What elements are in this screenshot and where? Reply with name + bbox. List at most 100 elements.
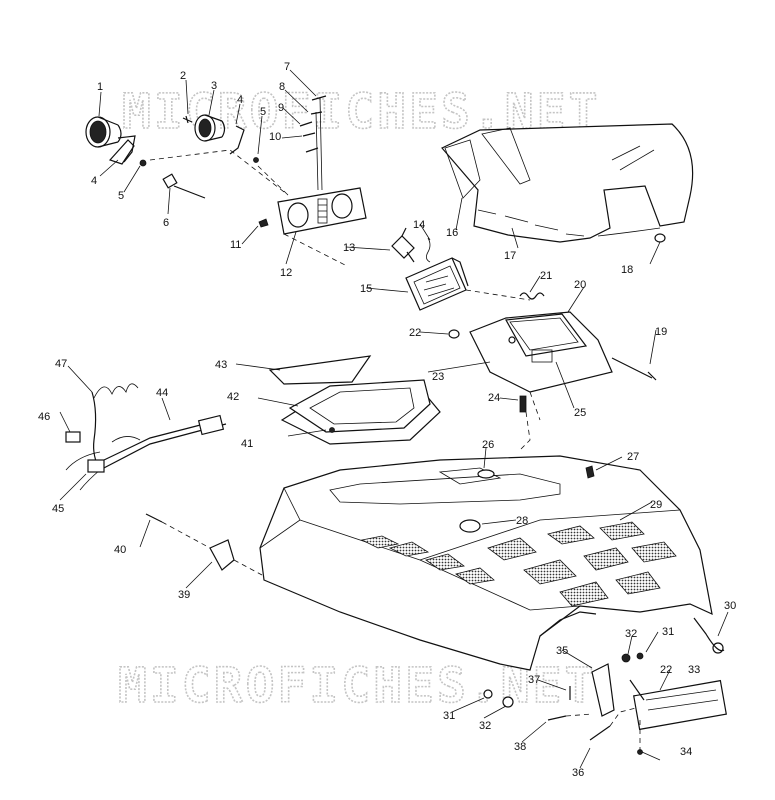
callout-32-lower: 32 [479,720,491,732]
nut-5-right [253,157,259,163]
bulb-13 [391,227,415,263]
callout-40: 40 [114,544,126,556]
callout-35: 35 [556,645,568,657]
callout-17: 17 [504,250,516,262]
grommet-22-top [448,329,460,339]
screw-40 [145,513,163,523]
wiring-harness [65,383,227,491]
callout-labels: 1 2 3 4 4 5 5 6 7 8 9 10 11 12 13 14 15 … [38,61,736,779]
callout-25: 25 [574,407,586,419]
panel-41-42 [280,379,441,445]
callout-6: 6 [163,217,169,229]
callout-13: 13 [343,242,355,254]
switch-stack-7-10 [299,95,327,191]
callout-4-left: 4 [91,175,97,187]
callout-42: 42 [227,391,239,403]
wire-14 [426,237,431,263]
callout-20: 20 [574,279,586,291]
headlight-15 [405,257,469,311]
washer-32-upper [621,653,631,663]
callout-43: 43 [215,359,227,371]
screw-27 [585,465,595,479]
callout-4-right: 4 [237,94,243,106]
screw-2 [182,115,193,124]
hood-29 [259,455,713,671]
leader-gauge [149,149,289,196]
pad-43 [268,355,372,385]
callout-44: 44 [156,387,168,399]
callout-11: 11 [230,239,241,251]
callout-18: 18 [621,264,633,276]
callout-8: 8 [279,81,285,93]
callout-41: 41 [241,438,253,450]
bracket-35 [591,663,615,717]
callout-36: 36 [572,767,584,779]
callout-7: 7 [284,61,290,73]
callout-3: 3 [211,80,217,92]
spring-21 [519,292,545,300]
callout-5-right: 5 [260,106,266,118]
callout-28: 28 [516,515,528,527]
housing-20-23 [469,311,613,393]
callout-37: 37 [528,674,540,686]
screw-38 [547,715,567,721]
callout-31-lower: 31 [443,710,455,722]
gauge-right [194,114,245,155]
windshield-16-17 [441,123,694,243]
callout-22-top: 22 [409,327,421,339]
leader-headlight-hood [465,289,541,451]
clip-39 [209,539,235,571]
callout-45: 45 [52,503,64,515]
callout-24: 24 [488,392,500,404]
callout-23: 23 [432,371,444,383]
callout-27: 27 [627,451,639,463]
strap-30 [693,617,725,654]
washer-31-lower [483,689,493,699]
nut-5-left [139,159,147,167]
callout-21: 21 [540,270,552,282]
callout-10: 10 [269,131,281,143]
rivet-18 [654,233,666,243]
cable-22-lower [629,679,645,701]
nut-31-upper [636,652,644,660]
screw-36 [589,725,611,741]
screw-19 [611,357,657,381]
callout-16: 16 [446,227,458,239]
bracket-4-left [108,139,135,165]
leader-lower-mount [565,707,641,752]
callout-5-left: 5 [118,190,124,202]
connector-33-detail [645,689,719,711]
callout-leaders [59,69,729,769]
callout-32-upper: 32 [625,628,637,640]
callout-15: 15 [360,283,372,295]
connector-33 [633,679,727,731]
leader-hood-clips [161,521,263,576]
callout-33: 33 [688,664,700,676]
cable-6 [162,173,206,199]
callout-39: 39 [178,589,190,601]
gauge-left [85,116,136,163]
callout-47: 47 [55,358,67,370]
callout-26: 26 [482,439,494,451]
callout-29: 29 [650,499,662,511]
callout-46: 46 [38,411,50,423]
callout-19: 19 [655,326,667,338]
callout-9: 9 [278,102,284,114]
callout-14: 14 [413,219,425,231]
callout-2: 2 [180,70,186,82]
screw-24 [519,395,527,413]
callout-12: 12 [280,267,292,279]
grommet-26 [477,469,495,479]
callout-31-upper: 31 [662,626,674,638]
screw-11 [258,218,269,228]
panel-12 [277,187,367,235]
callout-38: 38 [514,741,526,753]
callout-34: 34 [680,746,692,758]
grommet-28 [459,519,481,533]
leader-panel-headlight [283,233,346,266]
washer-32-lower [502,696,514,708]
callout-1: 1 [97,81,103,93]
callout-30: 30 [724,600,736,612]
callout-22-lower: 22 [660,664,672,676]
